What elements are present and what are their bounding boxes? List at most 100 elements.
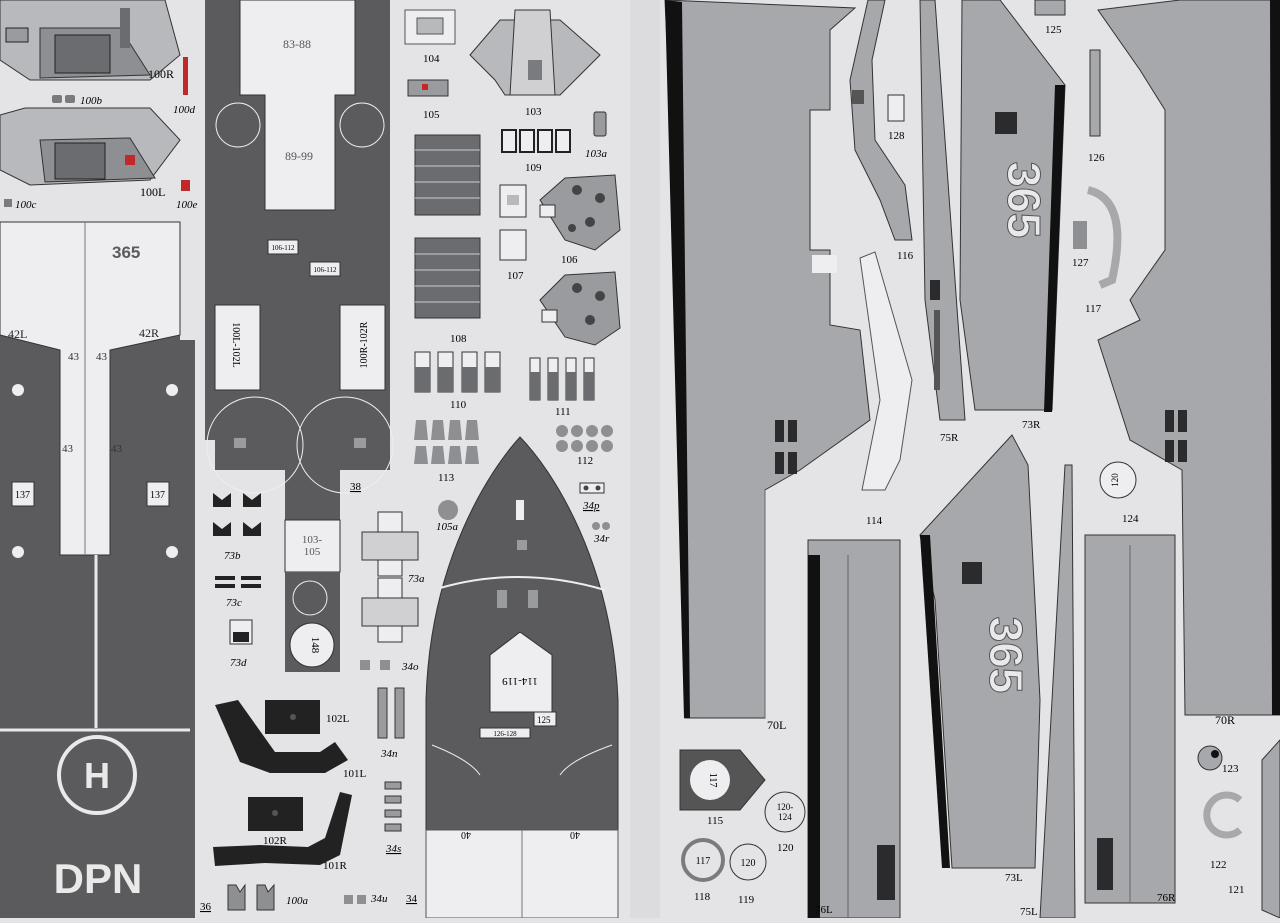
label-73a: 73a [408,573,425,585]
label-70R: 70R [1215,713,1235,727]
label-43e: 43 [89,541,101,553]
bow-deck [425,436,619,919]
part-100b [52,95,75,103]
page-gutter [630,0,660,918]
part-105a [438,500,458,520]
label-104: 104 [423,53,440,65]
label-103-105: 103-105 [302,534,323,558]
label-107: 107 [507,270,524,282]
part-115 [679,749,766,811]
label-43d: 43 [111,443,123,455]
part-34o [360,660,390,670]
part-75R [919,0,966,421]
label-38: 38 [350,481,362,493]
label-100c: 100c [15,199,37,211]
label-101R: 101R [323,860,348,872]
label-dpn: DPN [54,855,143,902]
label-100a: 100a [286,895,309,907]
part-121 [1261,739,1280,919]
label-34s: 34s [385,843,401,855]
label-40a: 40 [461,829,471,840]
label-43b: 43 [96,351,108,363]
label-118: 118 [694,891,711,903]
part-100c [4,199,12,207]
label-75L: 75L [1020,906,1038,918]
part-76L [807,539,901,919]
part-108 [414,134,481,319]
label-75R: 75R [940,432,959,444]
label-100b: 100b [80,95,103,107]
label-34o: 34o [401,661,419,673]
part-73c [215,576,261,588]
label-100R-102R: 100R-102R [359,321,370,368]
part-116 [849,0,913,241]
part-110 [414,351,501,393]
label-127: 127 [1072,257,1089,269]
label-73d: 73d [230,657,247,669]
label-34u: 34u [370,893,388,905]
label-117: 117 [1085,303,1102,315]
part-111 [529,357,595,401]
part-124 [1099,461,1137,499]
label-124: 124 [1122,513,1139,525]
part-103 [469,9,601,96]
part-75L [1039,464,1076,919]
part-102L [265,700,320,734]
label-101L: 101L [343,768,367,780]
label-73R: 73R [1022,419,1041,431]
label-34r: 34r [593,533,610,545]
superstructure-deck [205,0,394,672]
label-102L: 102L [326,713,350,725]
label-110: 110 [450,399,467,411]
label-40b: 40 [570,829,580,840]
label-120: 120 [777,842,794,854]
label-116: 116 [897,250,914,262]
label-112: 112 [577,455,593,467]
part-34u [344,895,366,904]
label-137b: 137 [150,490,165,501]
label-125: 125 [1045,24,1062,36]
part-107 [499,184,527,261]
label-148: 148 [309,637,321,654]
part-34r [592,522,610,530]
part-122 [1203,791,1243,839]
label-43c: 43 [62,443,74,455]
part-120-disc [764,791,806,833]
part-76R [1084,534,1176,904]
label-121: 121 [1228,884,1245,896]
label-89-99: 89-99 [285,149,313,163]
label-106-112b: 106-112 [313,266,337,274]
part-117-arc [1086,186,1122,289]
part-113 [414,420,479,464]
part-100L [0,107,181,186]
label-c120b: 120 [1110,473,1120,487]
part-114-outline [859,251,913,491]
part-128 [887,94,905,122]
label-43a: 43 [68,351,80,363]
label-100L-102L: 100L-102L [230,322,241,368]
label-c117a: 117 [707,773,718,788]
part-127 [1073,221,1087,249]
part-100d [183,57,188,95]
label-73b: 73b [224,550,241,562]
part-125 [1034,0,1066,16]
part-34s [384,781,402,832]
part-106 [539,174,621,346]
label-108: 108 [450,333,467,345]
label-122: 122 [1210,859,1227,871]
label-100d: 100d [173,104,196,116]
part-73L [919,434,1041,869]
label-73L: 73L [1005,872,1023,884]
part-105 [407,79,449,97]
label-103: 103 [525,106,542,118]
label-123: 123 [1222,763,1239,775]
label-34n: 34n [380,748,398,760]
page-number-34: 34 [406,893,418,905]
part-103a [593,111,607,137]
label-helipad-h: H [84,755,110,796]
label-115: 115 [707,815,724,827]
label-c117b: 117 [696,856,711,867]
label-119: 119 [738,894,755,906]
part-102R [248,797,303,831]
part-73a [361,511,419,643]
